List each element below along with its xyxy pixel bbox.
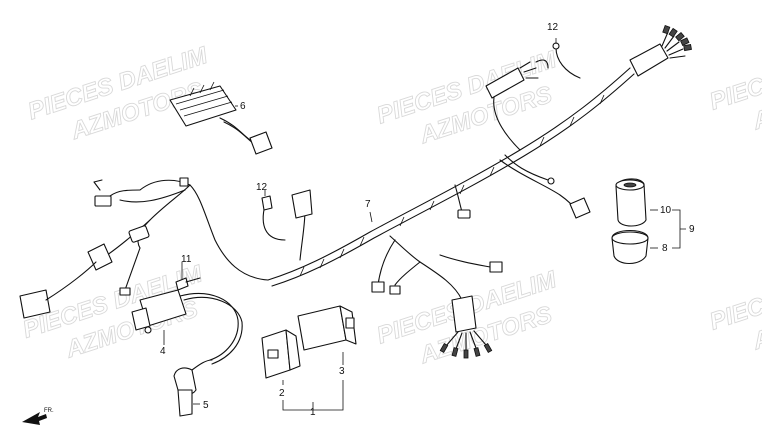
plug-cap [173, 359, 213, 417]
arrow-icon [22, 412, 47, 425]
watermark-group: PIECES DAELIM AZMOTORS PIECES DAELIM AZM… [19, 31, 762, 369]
callout-numbers: 6 12 12 7 11 4 5 10 8 9 2 3 1 [160, 22, 695, 418]
watermark-pieces-daelim: PIECES DAELIM [706, 32, 762, 116]
clamp-top [552, 42, 581, 79]
bolt [175, 277, 201, 291]
callout-1: 1 [310, 407, 316, 418]
watermark-pieces-daelim: PIECES DAELIM [706, 252, 762, 336]
callout-7: 7 [365, 199, 371, 210]
callout-9: 9 [689, 224, 695, 235]
callout-3: 3 [339, 366, 345, 377]
ignition-switch-cap [611, 178, 649, 265]
callout-2: 2 [279, 388, 285, 399]
clamp-left [261, 195, 286, 241]
ignition-coil [131, 289, 243, 365]
relay-small [261, 329, 301, 379]
callout-10: 10 [660, 205, 672, 216]
callout-12-top: 12 [547, 22, 559, 33]
callout-6: 6 [240, 101, 246, 112]
cdi-module [297, 305, 357, 351]
callout-12-left: 12 [256, 182, 268, 193]
callout-leaders [163, 38, 686, 411]
rectifier-regulator [169, 81, 273, 155]
callout-11: 11 [181, 254, 192, 265]
front-direction-indicator: FR. [22, 408, 54, 425]
main-wire-harness [19, 24, 692, 359]
callout-4: 4 [160, 346, 166, 357]
callout-8: 8 [662, 243, 668, 254]
callout-5: 5 [203, 400, 209, 411]
direction-label: FR. [44, 408, 54, 414]
